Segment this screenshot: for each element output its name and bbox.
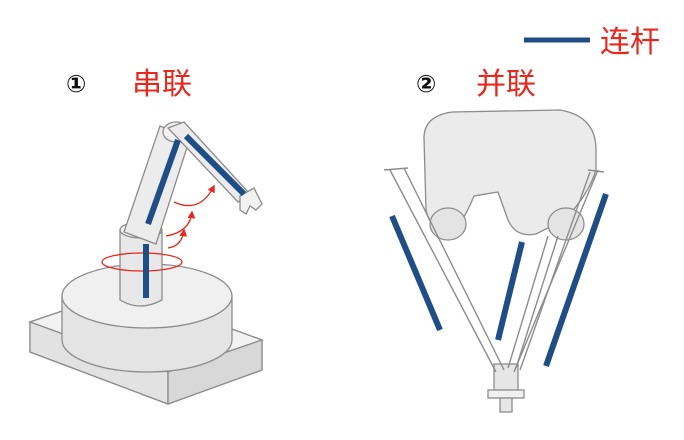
panel-serial-number: ①	[66, 70, 86, 98]
parallel-motor-left	[429, 207, 467, 241]
panel-serial-title: ① 串联	[66, 67, 192, 102]
serial-waist-rotation	[101, 252, 183, 272]
serial-elbow-rotation	[173, 184, 215, 207]
legend-label: 连杆	[600, 25, 660, 60]
serial-link-lower-arm	[145, 138, 181, 226]
serial-waist	[119, 229, 163, 307]
parallel-end-effector-tip	[499, 397, 513, 413]
panel-parallel-number: ②	[416, 70, 436, 98]
parallel-end-effector-flange	[487, 389, 525, 399]
panel-serial-label: 串联	[132, 67, 192, 102]
parallel-end-effector	[493, 363, 519, 393]
parallel-robot	[423, 109, 597, 413]
parallel-link-center	[495, 241, 525, 341]
parallel-links	[389, 193, 609, 367]
parallel-rods	[383, 167, 605, 373]
parallel-motor-right	[547, 207, 585, 241]
legend: 连杆	[524, 25, 660, 60]
parallel-link-right	[543, 193, 609, 367]
serial-gripper	[239, 187, 263, 215]
panel-parallel-label: 并联	[476, 67, 536, 102]
serial-link-upper-arm	[183, 133, 247, 197]
serial-shoulder-rotation	[165, 210, 196, 237]
panel-parallel-title: ② 并联	[416, 67, 536, 102]
serial-base-plate-front	[167, 339, 263, 405]
parallel-link-left	[389, 214, 443, 332]
serial-rotation-arrows	[101, 184, 215, 272]
serial-lower-arm	[123, 125, 191, 245]
serial-upper-rotation	[167, 228, 188, 249]
serial-links	[143, 133, 247, 298]
